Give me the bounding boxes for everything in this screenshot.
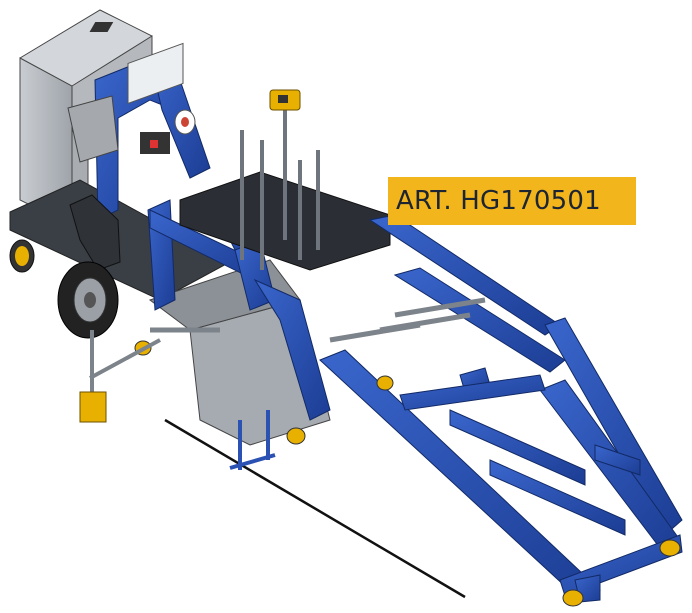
sensor-head — [269, 89, 301, 111]
spool-assembly — [127, 42, 196, 154]
ramp-wheel-2 — [659, 539, 681, 557]
ground-line — [164, 418, 466, 599]
ramp-frame — [319, 214, 683, 603]
article-number-text: ART. HG170501 — [396, 186, 601, 216]
guide-bars — [329, 297, 486, 343]
base-platform — [9, 179, 232, 301]
body-wheel-2 — [376, 375, 394, 391]
drive-wheel — [57, 261, 119, 339]
front-stand — [229, 410, 276, 470]
operator-panel — [67, 95, 119, 163]
ramp-wheel-1 — [562, 589, 584, 607]
tensioner-fin — [69, 194, 121, 271]
body-wheel-1 — [286, 427, 306, 445]
caster-wheel-left — [9, 239, 35, 273]
vertical-rods — [240, 108, 320, 270]
article-number-tag: ART. HG170501 — [388, 177, 636, 225]
probe-arm — [79, 327, 220, 423]
